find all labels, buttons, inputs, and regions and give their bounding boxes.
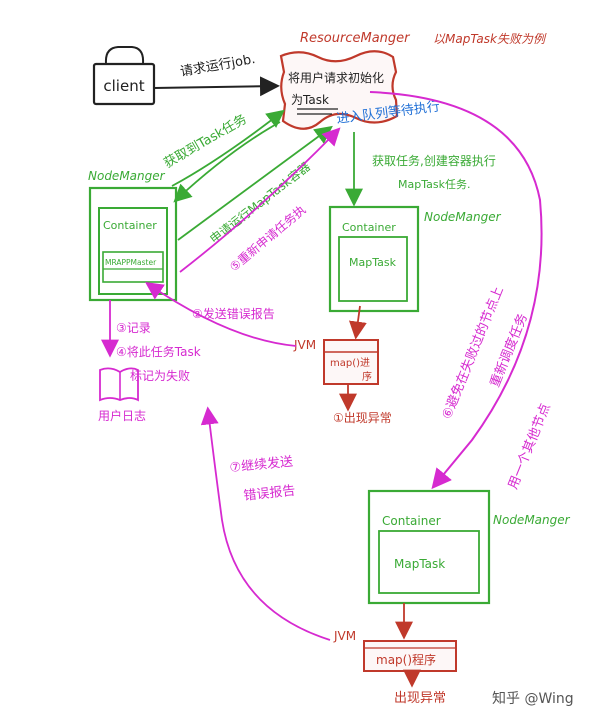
request-job-label: 请求运行job. (179, 52, 256, 80)
get-task-right-label-2: MapTask任务. (398, 178, 470, 191)
get-task-right-label-1: 获取任务,创建容器执行 (372, 153, 496, 168)
arrow-send-error (145, 281, 297, 347)
client-label: client (103, 77, 144, 95)
nm-bottom-maptask-label: MapTask (394, 557, 445, 571)
nm-mid-container-label: Container (342, 221, 396, 234)
step7-label-2: 错误报告 (243, 484, 296, 504)
watermark: 知乎 @Wing (492, 690, 574, 707)
nm-bottom-title: NodeManger (493, 513, 571, 527)
nm-left-node: Container MRAPPMaster (88, 186, 178, 302)
nm-left-container-label: Container (103, 219, 157, 232)
step4-label-2: 标记为失败 (130, 368, 190, 383)
other-node-label: 用一个其他节点 (506, 401, 554, 491)
jvm-mid-process: map()进 序 (323, 339, 379, 385)
nm-left-mrapp-label: MRAPPMaster (105, 258, 157, 267)
nm-bottom-container-label: Container (382, 514, 441, 528)
user-log-label: 用户日志 (98, 408, 146, 423)
arrow-maptask-to-jvm (348, 305, 367, 340)
map-proc-mid-label-2: 序 (362, 370, 372, 383)
nm-mid-title: NodeManger (424, 210, 502, 224)
rm-inner-text-2: 为Task (291, 93, 329, 107)
arrow-continue-error (200, 406, 331, 641)
jvm-mid-label: JVM (293, 338, 316, 352)
arrow-reschedule (369, 91, 543, 490)
nm-mid-maptask-label: MapTask (349, 256, 397, 269)
step3-label: ③记录 (116, 321, 151, 335)
step4-label-1: ④将此任务Task (116, 344, 201, 359)
map-proc-bottom-label: map()程序 (376, 652, 436, 667)
step1-label: ①出现异常 (333, 411, 392, 425)
arrow-client-to-rm (153, 76, 280, 97)
jvm-bottom-process: map()程序 (363, 640, 457, 672)
arrow-apply-maptask (177, 125, 333, 241)
arrow-reapply (179, 127, 341, 273)
send-error-label: ②发送错误报告 (192, 306, 275, 321)
nm-bottom-node: Container MapTask (367, 489, 491, 605)
arrow-nm-to-rm-1 (171, 109, 285, 187)
resource-manager-node: 将用户请求初始化 为Task (279, 50, 399, 130)
arrow-rm-to-nm (173, 121, 281, 203)
user-log-book-icon (99, 367, 139, 402)
map-proc-mid-label-1: map()进 (330, 357, 370, 369)
resource-manager-title: ResourceManger (300, 31, 411, 46)
jvm-bottom-label: JVM (333, 629, 356, 643)
rm-inner-text-1: 将用户请求初始化 (288, 70, 384, 85)
nm-mid-node: Container MapTask (328, 205, 420, 313)
nm-left-title: NodeManger (88, 169, 166, 183)
error-bottom-label: 出现异常 (394, 691, 446, 706)
client-node: client (92, 46, 156, 106)
step7-label-1: ⑦继续发送 (229, 453, 294, 476)
get-task-left-label: 获取到Task任务 (161, 111, 250, 171)
top-right-title: 以MapTask失败为例 (433, 32, 547, 46)
